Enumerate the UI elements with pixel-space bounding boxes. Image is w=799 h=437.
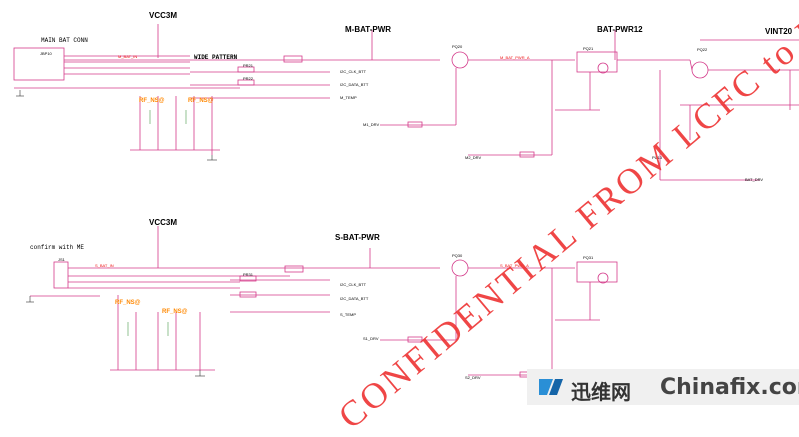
- signal-m-temp: M_TEMP: [340, 95, 357, 100]
- refdes-jp1: JBP10: [40, 51, 52, 56]
- chinafix-logo-icon: [539, 379, 563, 395]
- resistor: [407, 121, 423, 128]
- resistor: [237, 79, 255, 86]
- rf-ns-label: RF_NS@: [115, 300, 141, 306]
- rf-ns-label: RF_NS@: [162, 309, 188, 315]
- main-bat-conn-label: MAIN BAT CONN: [41, 37, 88, 44]
- signal-m-bat-pwr-a: M_BAT_PWR_A: [500, 55, 530, 60]
- refdes-pr2: PR22: [243, 76, 254, 81]
- refdes-pq3: PQ22: [697, 47, 708, 52]
- signal-i2c-clk: I2C_CLK_BTT: [340, 69, 367, 74]
- rf-ns-label: RF_NS@: [139, 98, 165, 104]
- refdes-pq4: PQ30: [452, 253, 463, 258]
- resistor: [237, 66, 255, 73]
- net-vcc3m-bottom: VCC3M: [149, 218, 178, 227]
- refdes-js1: JS1: [58, 257, 65, 262]
- signal-m-bat-in: M_BAT_IN: [118, 54, 138, 59]
- schematic-canvas: [13, 24, 799, 378]
- refdes-pq2: PQ21: [583, 46, 594, 51]
- wide-pattern-label: WIDE PATTERN: [194, 54, 238, 61]
- net-vcc3m-top: VCC3M: [149, 11, 178, 20]
- refdes-pr1: PR21: [243, 63, 254, 68]
- logo-en-text: Chinafix.com: [660, 375, 799, 400]
- signal-m1-drv: M1_DRV: [363, 122, 380, 127]
- signal-s-bat-in: S_BAT_IN: [95, 263, 114, 268]
- signal-s1-drv: S1_DRV: [363, 336, 379, 341]
- refdes-pr3: PR31: [243, 272, 254, 277]
- signal-i2c-data: I2C_DATA_BTT: [340, 82, 369, 87]
- signal-s-i2c-clk: I2C_CLK_BTT: [340, 282, 367, 287]
- signal-s2-drv: S2_DRV: [465, 375, 481, 380]
- net-vint20: VINT20: [765, 27, 793, 36]
- load-switch: [576, 51, 618, 73]
- net-bat-pwr12: BAT-PWR12: [597, 25, 643, 34]
- refdes-pu1: PU13: [652, 155, 663, 160]
- signal-m2-drv: M2_DRV: [465, 155, 482, 160]
- signal-s-i2c-data: I2C_DATA_BTT: [340, 296, 369, 301]
- secondary-bat-connector: [53, 261, 69, 289]
- net-m-bat-pwr: M-BAT-PWR: [345, 25, 392, 34]
- confirm-me-label: confirm with ME: [30, 244, 85, 251]
- signal-bat-drv: BAT_DRV: [745, 177, 764, 182]
- mosfet: [451, 51, 469, 69]
- refdes-pq1: PQ20: [452, 44, 463, 49]
- logo-cn-text: 迅维网: [571, 380, 631, 404]
- net-s-bat-pwr: S-BAT-PWR: [335, 233, 380, 242]
- refdes-pq5: PQ31: [583, 255, 594, 260]
- main-bat-connector: [13, 47, 65, 81]
- chinafix-logo: 迅维网 Chinafix.com: [527, 369, 799, 405]
- signal-s-temp: S_TEMP: [340, 312, 357, 317]
- fuse: [283, 55, 303, 63]
- signal-s-bat-pwr-a: S_BAT_PWR_A: [500, 263, 529, 268]
- rf-ns-label: RF_NS@: [188, 98, 214, 104]
